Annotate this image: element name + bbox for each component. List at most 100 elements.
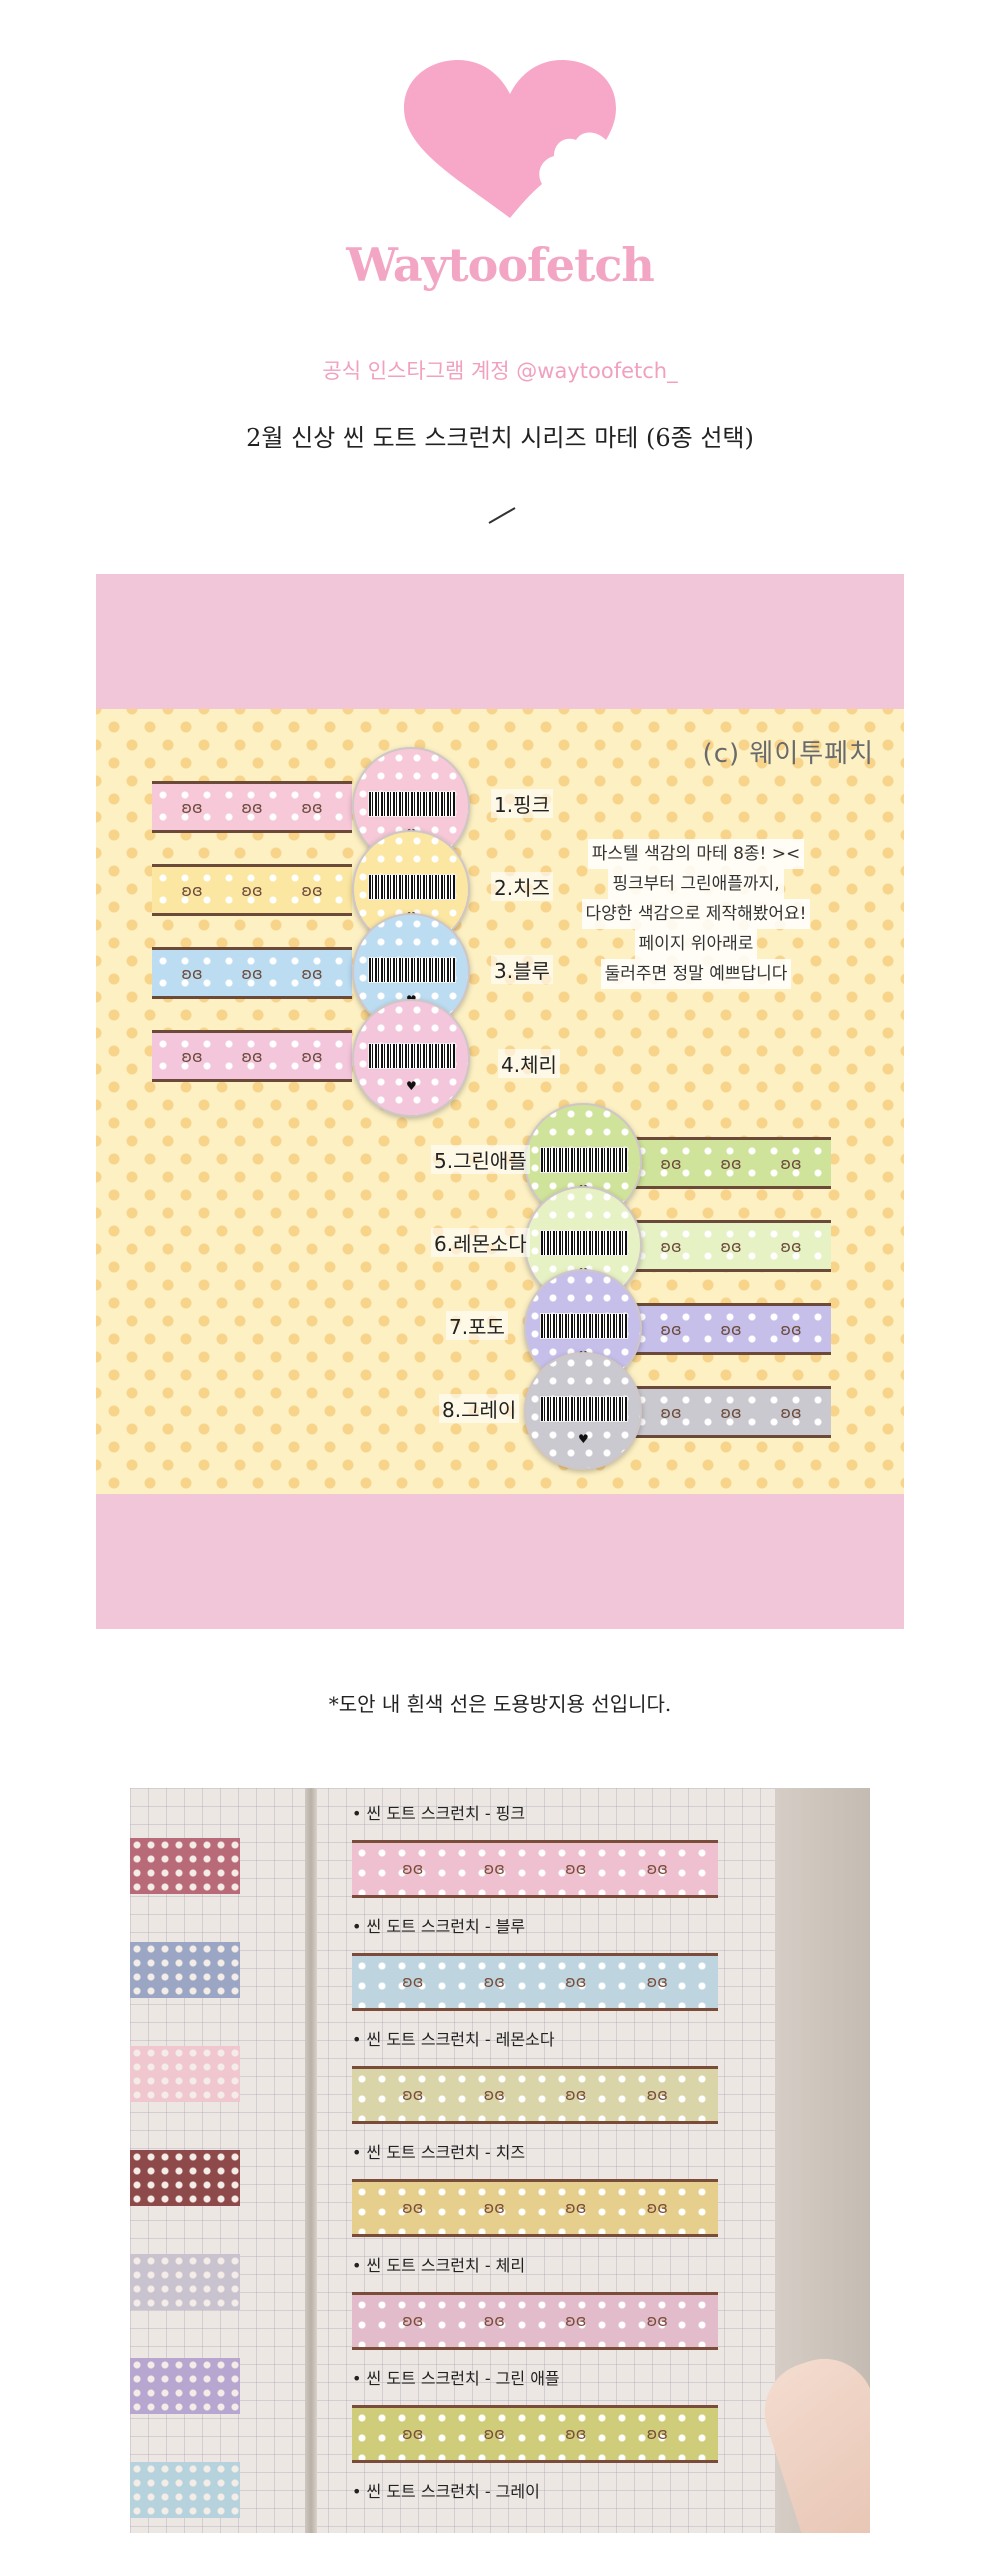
finger — [751, 2345, 870, 2533]
heart-logo-icon — [404, 60, 616, 218]
bow-icon: ʚɞ — [483, 2311, 505, 2330]
bow-icon: ʚɞ — [646, 1859, 668, 1878]
bow-icon: ʚɞ — [565, 2424, 587, 2443]
bow-icon: ʚɞ — [720, 1403, 742, 1422]
left-tape-strip — [130, 2358, 240, 2414]
barcode-icon — [368, 791, 456, 817]
bow-icon: ʚɞ — [301, 1047, 323, 1066]
bow-icon: ʚɞ — [660, 1320, 682, 1339]
journal-label: • 씬 도트 스크런치 - 핑크 — [352, 1804, 526, 1823]
barcode-icon — [540, 1230, 628, 1256]
bow-icon: ʚɞ — [402, 2424, 424, 2443]
journal-photo: • 씬 도트 스크런치 - 핑크 ʚɞ ʚɞ ʚɞ ʚɞ • 씬 도트 스크런치 - 블루… — [130, 1788, 870, 2533]
divider-mark — [488, 507, 516, 524]
heart-icon: ♥ — [578, 1432, 589, 1446]
instagram-account-text: 공식 인스타그램 계정 @waytoofetch_ — [322, 359, 678, 383]
bow-icon: ʚɞ — [402, 2311, 424, 2330]
tape-label: 8.그레이 — [439, 1394, 520, 1423]
bow-icon: ʚɞ — [565, 2085, 587, 2104]
journal-tape-strip: ʚɞ ʚɞ ʚɞ ʚɞ — [352, 1953, 718, 2011]
bow-icon: ʚɞ — [565, 1859, 587, 1878]
tape-label: 6.레몬소다 — [431, 1228, 530, 1257]
bow-icon: ʚɞ — [565, 1972, 587, 1991]
tip-line: 페이지 위아래로 — [634, 929, 758, 959]
bow-icon: ʚɞ — [402, 2085, 424, 2104]
tip-line: 파스텔 색감의 마테 8종! >< — [587, 839, 805, 869]
tape-strip: ʚɞ ʚɞ ʚɞ — [152, 1030, 352, 1082]
tape-strip: ʚɞ ʚɞ ʚɞ — [631, 1220, 831, 1272]
journal-label: • 씬 도트 스크런치 - 레몬소다 — [352, 2030, 555, 2049]
tip-line: 핑크부터 그린애플까지, — [608, 869, 784, 899]
bow-icon: ʚɞ — [780, 1154, 802, 1173]
bow-pattern: ʚɞ ʚɞ ʚɞ — [162, 1047, 342, 1066]
bow-icon: ʚɞ — [181, 881, 203, 900]
bow-icon: ʚɞ — [646, 1972, 668, 1991]
journal-tape-strip: ʚɞ ʚɞ ʚɞ ʚɞ — [352, 2292, 718, 2350]
product-image-board: (c) 웨이투페치 파스텔 색감의 마테 8종! >< 핑크부터 그린애플까지,… — [96, 574, 904, 1629]
bow-icon: ʚɞ — [780, 1320, 802, 1339]
bow-icon: ʚɞ — [660, 1237, 682, 1256]
bow-icon: ʚɞ — [660, 1403, 682, 1422]
barcode-icon — [540, 1147, 628, 1173]
bow-icon: ʚɞ — [646, 2311, 668, 2330]
tape-label: 3.블루 — [491, 955, 553, 984]
bow-icon: ʚɞ — [402, 2198, 424, 2217]
bow-icon: ʚɞ — [301, 881, 323, 900]
left-tape-strip — [130, 2462, 240, 2518]
left-tape-strip — [130, 1942, 240, 1998]
tape-strip: ʚɞ ʚɞ ʚɞ — [152, 947, 352, 999]
journal-label: • 씬 도트 스크런치 - 블루 — [352, 1917, 526, 1936]
barcode-icon — [368, 957, 456, 983]
bow-pattern: ʚɞ ʚɞ ʚɞ ʚɞ — [372, 1972, 698, 1991]
bow-icon: ʚɞ — [301, 798, 323, 817]
barcode-icon — [540, 1396, 628, 1422]
barcode-icon — [368, 1043, 456, 1069]
bow-icon: ʚɞ — [181, 964, 203, 983]
bow-icon: ʚɞ — [483, 2424, 505, 2443]
heart-icon: ♥ — [406, 1079, 417, 1093]
product-title: 2월 신상 씬 도트 스크런치 시리즈 마테 (6종 선택) — [246, 424, 754, 452]
journal-tape-strip: ʚɞ ʚɞ ʚɞ ʚɞ — [352, 1840, 718, 1898]
bow-icon: ʚɞ — [402, 1972, 424, 1991]
tape-label: 5.그린애플 — [431, 1145, 530, 1174]
bow-icon: ʚɞ — [483, 1972, 505, 1991]
bow-icon: ʚɞ — [720, 1237, 742, 1256]
bow-icon: ʚɞ — [301, 964, 323, 983]
bow-icon: ʚɞ — [646, 2085, 668, 2104]
bow-icon: ʚɞ — [660, 1154, 682, 1173]
tape-label: 2.치즈 — [491, 872, 553, 901]
tape-roll: ♥ — [352, 999, 470, 1117]
barcode-icon — [540, 1313, 628, 1339]
book-spine — [305, 1788, 317, 2533]
journal-label: • 씬 도트 스크런치 - 치즈 — [352, 2143, 526, 2162]
bow-icon: ʚɞ — [241, 964, 263, 983]
tape-roll: ♥ — [524, 1352, 642, 1470]
bow-icon: ʚɞ — [181, 1047, 203, 1066]
bow-icon: ʚɞ — [402, 1859, 424, 1878]
bow-pattern: ʚɞ ʚɞ ʚɞ — [162, 964, 342, 983]
bow-icon: ʚɞ — [241, 1047, 263, 1066]
bow-icon: ʚɞ — [483, 2198, 505, 2217]
brand-wordmark: Waytoofetch — [346, 238, 655, 292]
left-tape-strip — [130, 2254, 240, 2310]
tip-line: 둘러주면 정말 예쁘답니다 — [600, 959, 792, 989]
bow-pattern: ʚɞ ʚɞ ʚɞ ʚɞ — [372, 2311, 698, 2330]
bow-icon: ʚɞ — [565, 2198, 587, 2217]
bow-icon: ʚɞ — [483, 1859, 505, 1878]
bow-icon: ʚɞ — [780, 1237, 802, 1256]
journal-label: • 씬 도트 스크런치 - 그린 애플 — [352, 2369, 560, 2388]
barcode-icon — [368, 874, 456, 900]
bow-icon: ʚɞ — [565, 2311, 587, 2330]
